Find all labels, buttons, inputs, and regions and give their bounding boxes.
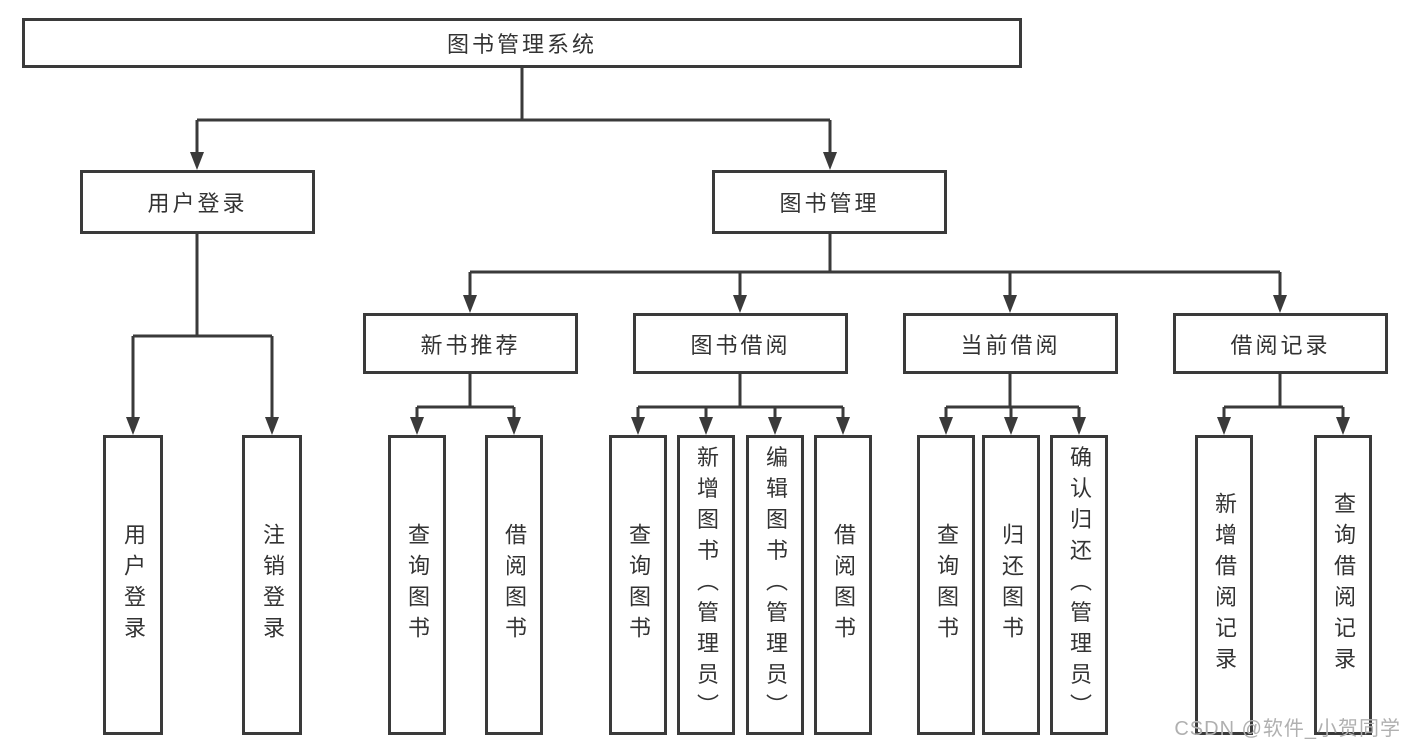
leaf-query-books-current: 查询图书 — [917, 435, 975, 735]
leaf-query-books-borrowing-label: 查询图书 — [626, 523, 651, 647]
leaf-query-books-current-label: 查询图书 — [934, 523, 959, 647]
node-root-library-management-system: 图书管理系统 — [22, 18, 1022, 68]
leaf-query-borrow-record-label: 查询借阅记录 — [1331, 492, 1356, 678]
leaf-borrow-books-borrowing: 借阅图书 — [814, 435, 872, 735]
connector-new-book-to-leaves — [415, 374, 516, 418]
connector-book-borrowing-to-leaves — [636, 374, 845, 418]
connector-user-login-to-leaves — [131, 234, 274, 418]
leaf-return-book: 归还图书 — [982, 435, 1040, 735]
node-book-management: 图书管理 — [712, 170, 947, 234]
leaf-confirm-return-admin: 确认归还（管理员） — [1050, 435, 1108, 735]
leaf-query-books-recommend: 查询图书 — [388, 435, 446, 735]
node-current-borrowing: 当前借阅 — [903, 313, 1118, 374]
leaf-logout-label: 注销登录 — [260, 523, 285, 647]
leaf-borrow-books-recommend: 借阅图书 — [485, 435, 543, 735]
leaf-return-book-label: 归还图书 — [999, 523, 1024, 647]
leaf-add-borrow-record-label: 新增借阅记录 — [1212, 492, 1237, 678]
connector-current-borrowing-to-leaves — [944, 374, 1081, 418]
leaf-query-books-borrowing: 查询图书 — [609, 435, 667, 735]
csdn-watermark: CSDN @软件_小贺同学 — [1174, 718, 1401, 740]
leaf-confirm-return-admin-label: 确认归还（管理员） — [1067, 445, 1092, 725]
leaf-add-book-admin: 新增图书（管理员） — [677, 435, 735, 735]
leaf-logout: 注销登录 — [242, 435, 302, 735]
leaf-user-login-label: 用户登录 — [121, 523, 146, 647]
node-new-book-recommendation: 新书推荐 — [363, 313, 578, 374]
node-book-borrowing: 图书借阅 — [633, 313, 848, 374]
leaf-add-borrow-record: 新增借阅记录 — [1195, 435, 1253, 735]
leaf-query-borrow-record: 查询借阅记录 — [1314, 435, 1372, 735]
connector-book-management-to-level3 — [468, 234, 1282, 296]
leaf-user-login: 用户登录 — [103, 435, 163, 735]
leaf-edit-book-admin: 编辑图书（管理员） — [746, 435, 804, 735]
leaf-edit-book-admin-label: 编辑图书（管理员） — [763, 445, 788, 725]
leaf-add-book-admin-label: 新增图书（管理员） — [694, 445, 719, 725]
node-borrowing-records: 借阅记录 — [1173, 313, 1388, 374]
arrowheads — [126, 152, 1350, 435]
leaf-query-books-recommend-label: 查询图书 — [405, 523, 430, 647]
connector-borrowing-records-to-leaves — [1222, 374, 1345, 418]
leaf-borrow-books-borrowing-label: 借阅图书 — [831, 523, 856, 647]
leaf-borrow-books-recommend-label: 借阅图书 — [502, 523, 527, 647]
node-user-login: 用户登录 — [80, 170, 315, 234]
connector-root-to-level2 — [195, 68, 832, 153]
